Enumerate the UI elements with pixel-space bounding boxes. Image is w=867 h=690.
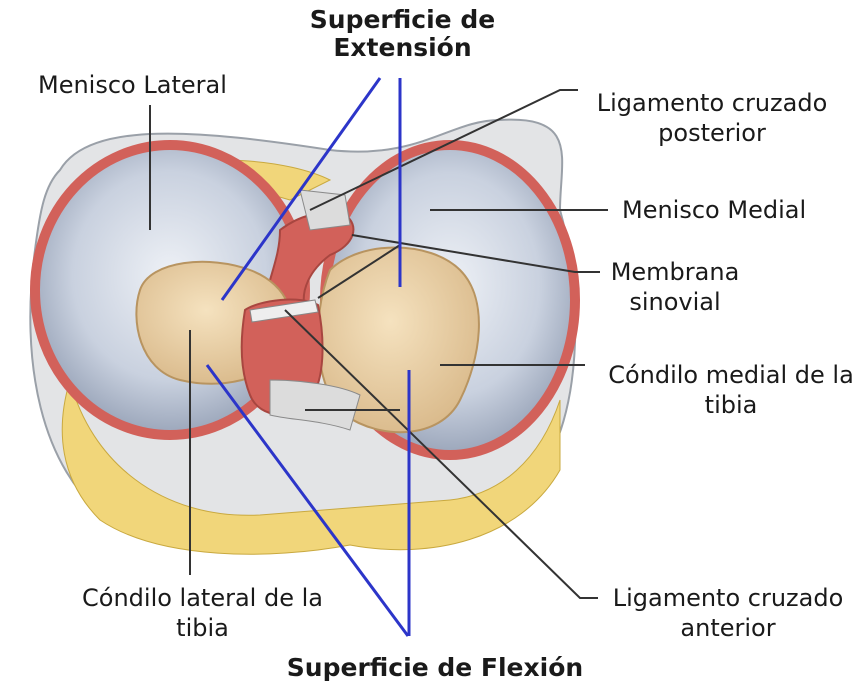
lateral-condyle-label: Cóndilo lateral de la tibia (70, 583, 335, 643)
medial-meniscus-label: Menisco Medial (622, 195, 806, 225)
medial-condyle-line2: tibia (597, 390, 865, 420)
medial-condyle-line1: Cóndilo medial de la (597, 360, 865, 390)
anterior-cruciate-line1: Ligamento cruzado (598, 583, 858, 613)
extension-surface-label: Superficie de Extensión (300, 6, 505, 62)
anterior-cruciate-line2: anterior (598, 613, 858, 643)
lateral-condyle-line2: tibia (70, 613, 335, 643)
synovial-line2: sinovial (605, 287, 745, 317)
synovial-membrane-label: Membrana sinovial (605, 257, 745, 317)
synovial-line1: Membrana (605, 257, 745, 287)
posterior-cruciate-label: Ligamento cruzado posterior (582, 88, 842, 148)
extension-line2: Extensión (300, 34, 505, 62)
posterior-cruciate-line1: Ligamento cruzado (582, 88, 842, 118)
extension-line1: Superficie de (300, 6, 505, 34)
flexion-surface-label: Superficie de Flexión (270, 654, 600, 682)
lateral-condyle-line1: Cóndilo lateral de la (70, 583, 335, 613)
lateral-meniscus-label: Menisco Lateral (38, 70, 227, 100)
anterior-cruciate-label: Ligamento cruzado anterior (598, 583, 858, 643)
medial-condyle-label: Cóndilo medial de la tibia (597, 360, 865, 420)
posterior-cruciate-line2: posterior (582, 118, 842, 148)
